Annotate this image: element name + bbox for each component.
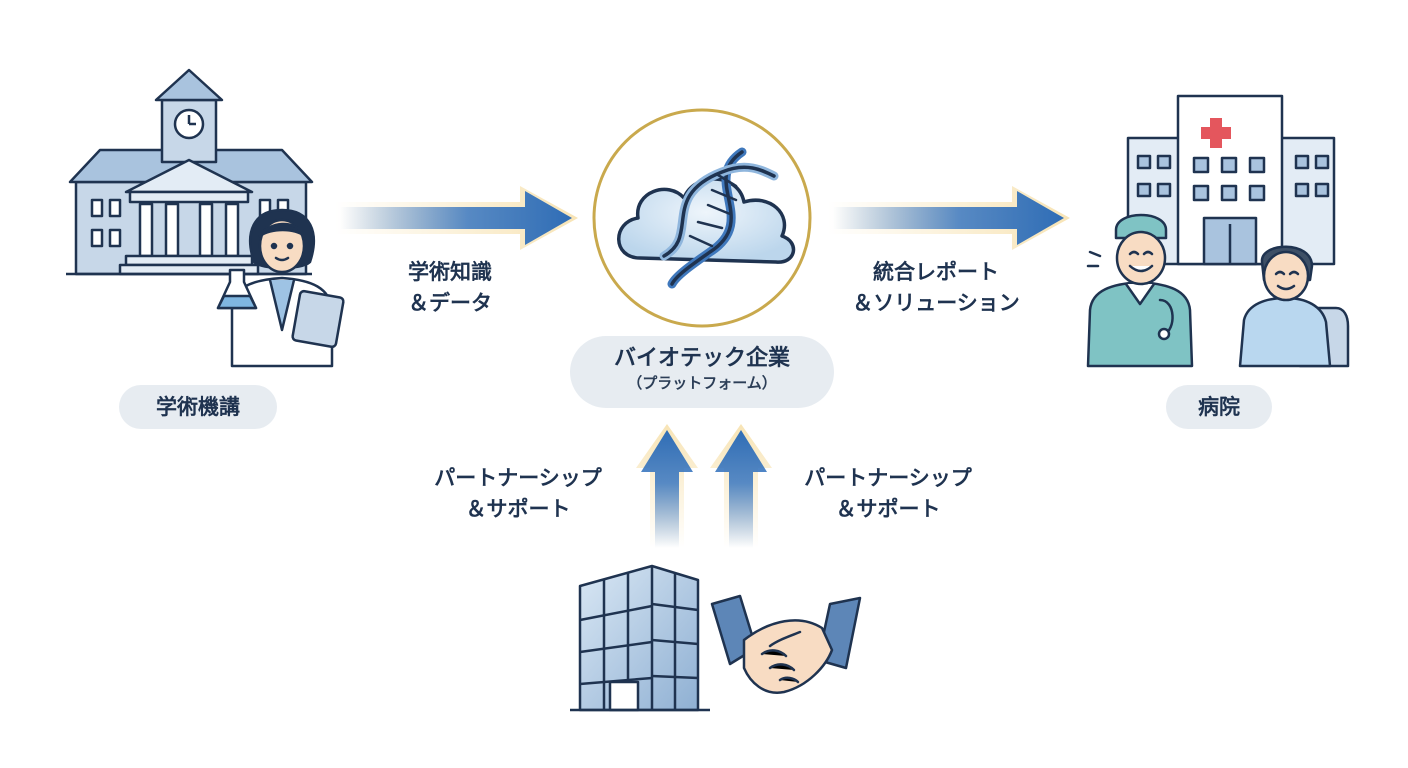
flow-label-line: 学術知識 [408,260,492,284]
arrow-partner-right [710,424,772,548]
biotech-platform-label: バイオテック企業 （プラットフォーム） [570,336,834,408]
biotech-platform-icon [592,108,812,328]
office-building-icon [570,564,710,712]
flow-label-line: ＆ソリューション [852,291,1020,315]
biotech-platform-sublabel: （プラットフォーム） [627,374,777,392]
arrow-partner-left [636,424,698,548]
handshake-icon [710,594,862,694]
dna-icon [659,147,779,289]
flow-label-partnership-right: パートナーシップ ＆サポート [770,463,1006,525]
flow-label-reports-solutions: 統合レポート ＆ソリューション [826,257,1046,319]
hospital-label: 病院 [1166,385,1272,429]
flow-label-line: パートナーシップ [434,466,602,490]
flow-label-partnership-left: パートナーシップ ＆サポート [400,463,636,525]
academic-institution-label: 学術機講 [119,385,277,429]
biotech-company-name: バイオテック企業 [613,346,790,371]
flow-label-line: ＆サポート [465,497,571,521]
arrow-to-hospital [828,186,1070,250]
doctor-icon [1086,213,1194,368]
hospital-building-icon [1126,94,1336,266]
flow-label-line: ＆データ [408,291,492,315]
patient-icon [1238,245,1350,368]
flow-label-knowledge-data: 学術知識 ＆データ [370,257,530,319]
researcher-icon [216,208,345,368]
flow-label-line: 統合レポート [873,260,999,284]
flow-label-line: パートナーシップ [804,466,972,490]
flow-label-line: ＆サポート [835,497,941,521]
arrow-to-biotech [335,186,578,250]
